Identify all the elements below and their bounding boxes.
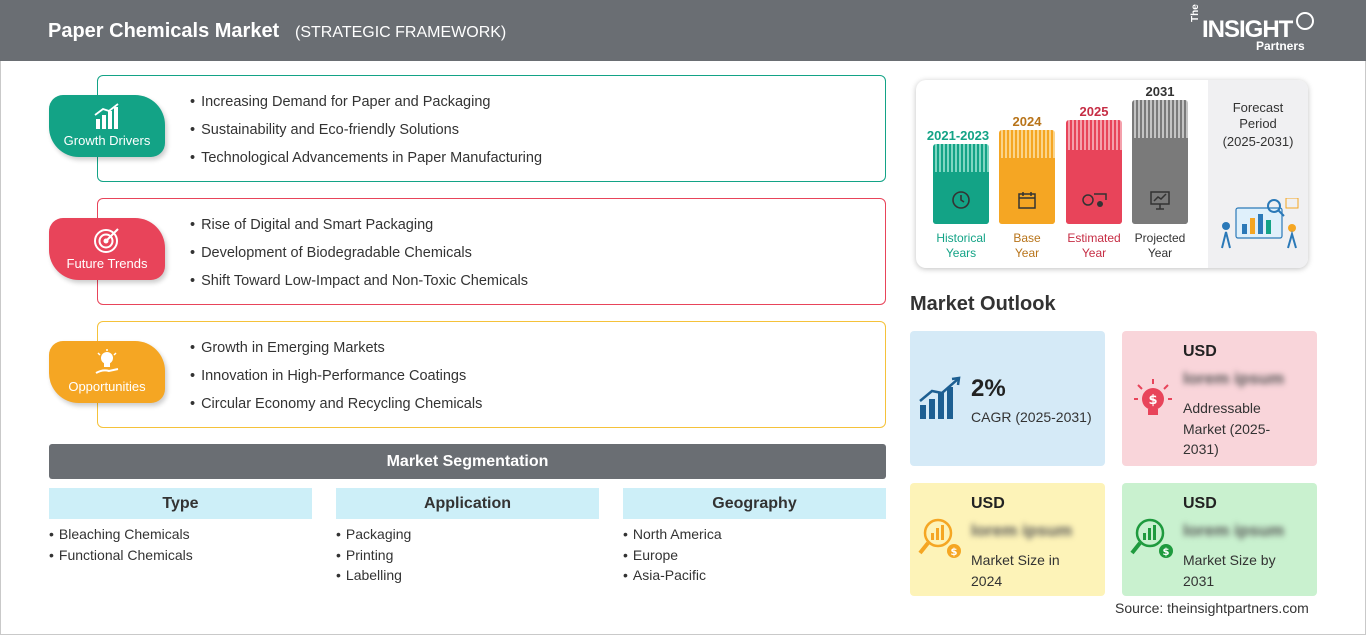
addressable-market-card: $ USD lorem ipsum Addressable Market (20…	[1122, 331, 1317, 466]
list-item: Europe	[623, 547, 886, 568]
header-bar: Paper Chemicals Market (STRATEGIC FRAMEW…	[0, 0, 1366, 61]
list-item: Shift Toward Low-Impact and Non-Toxic Ch…	[190, 273, 528, 301]
redacted-value: lorem ipsum	[1183, 521, 1285, 540]
usd-label: USD	[1183, 343, 1217, 360]
list-item: Packaging	[336, 526, 599, 547]
timeline-bar-historical	[933, 144, 989, 224]
cagr-value: 2%	[971, 375, 1006, 402]
timeline-year: 2024	[1012, 114, 1042, 129]
segment-type: Type Bleaching Chemicals Functional Chem…	[49, 488, 312, 567]
presentation-board-icon	[1150, 191, 1170, 210]
segment-header: Application	[336, 488, 599, 519]
market-size-2024-label: Market Size in 2024	[971, 552, 1060, 589]
future-trends-box: Rise of Digital and Smart Packaging Deve…	[97, 198, 886, 305]
segment-application: Application Packaging Printing Labelling	[336, 488, 599, 588]
list-item: Increasing Demand for Paper and Packagin…	[190, 94, 542, 122]
logo-partners: Partners	[1256, 39, 1305, 53]
market-segmentation-bar: Market Segmentation	[49, 444, 886, 479]
badge-label: Opportunities	[68, 379, 146, 394]
usd-label: USD	[1183, 495, 1217, 512]
lightbulb-hand-icon	[95, 349, 119, 374]
redacted-value: lorem ipsum	[971, 521, 1073, 540]
cagr-label: CAGR (2025-2031)	[971, 409, 1092, 425]
list-item: Sustainability and Eco-friendly Solution…	[190, 122, 542, 150]
page-title: Paper Chemicals Market	[48, 20, 280, 42]
growth-drivers-box: Increasing Demand for Paper and Packagin…	[97, 75, 886, 182]
list-item: Labelling	[336, 567, 599, 588]
addressable-market-label: Addressable Market (2025-2031)	[1183, 400, 1271, 457]
timeline-year: 2021-2023	[926, 128, 990, 143]
source-link[interactable]: Source: theinsightpartners.com	[1115, 600, 1309, 616]
logo-the: The	[1190, 4, 1201, 22]
timeline-bar-projected	[1132, 100, 1188, 224]
list-item: Bleaching Chemicals	[49, 526, 312, 547]
list-item: Asia-Pacific	[623, 567, 886, 588]
segment-header: Type	[49, 488, 312, 519]
svg-text:$: $	[1163, 547, 1170, 558]
segment-geography: Geography North America Europe Asia-Paci…	[623, 488, 886, 588]
list-item: Rise of Digital and Smart Packaging	[190, 217, 528, 245]
future-trends-badge: Future Trends	[49, 218, 165, 280]
magnifier-chart-icon: $	[1130, 518, 1173, 558]
list-item: North America	[623, 526, 886, 547]
market-size-2031-card: $ USD lorem ipsum Market Size by 2031	[1122, 483, 1317, 596]
market-outlook-title: Market Outlook	[910, 293, 1056, 315]
list-item: Development of Biodegradable Chemicals	[190, 245, 528, 273]
calendar-icon	[1018, 192, 1036, 209]
list-item: Circular Economy and Recycling Chemicals	[190, 396, 482, 424]
cagr-card: 2% CAGR (2025-2031)	[910, 331, 1105, 466]
opportunities-badge: Opportunities	[49, 341, 165, 403]
logo-arc-icon	[1296, 12, 1314, 30]
list-item: Growth in Emerging Markets	[190, 340, 482, 368]
list-item: Functional Chemicals	[49, 547, 312, 568]
market-size-2031-label: Market Size by 2031	[1183, 552, 1276, 589]
redacted-value: lorem ipsum	[1183, 369, 1285, 388]
opportunities-list: Growth in Emerging Markets Innovation in…	[190, 340, 482, 424]
gears-chart-icon	[1082, 193, 1107, 207]
badge-label: Growth Drivers	[63, 133, 151, 148]
list-item: Innovation in High-Performance Coatings	[190, 368, 482, 396]
timeline-year: 2031	[1145, 84, 1175, 99]
history-clock-icon	[952, 191, 970, 209]
insight-partners-logo[interactable]: The INSIGHT Partners	[1190, 4, 1320, 54]
svg-text:$: $	[1148, 393, 1157, 408]
analyst-dashboard-illustration	[1221, 198, 1299, 249]
future-trends-list: Rise of Digital and Smart Packaging Deve…	[190, 217, 528, 301]
growth-chart-icon	[919, 376, 961, 419]
list-item: Technological Advancements in Paper Manu…	[190, 150, 542, 178]
timeline-bar-base	[999, 130, 1055, 224]
badge-label: Future Trends	[66, 256, 148, 271]
usd-label: USD	[971, 495, 1005, 512]
list-item: Printing	[336, 547, 599, 568]
growth-drivers-badge: Growth Drivers	[49, 95, 165, 157]
segment-header: Geography	[623, 488, 886, 519]
svg-text:$: $	[951, 547, 958, 558]
opportunities-box: Growth in Emerging Markets Innovation in…	[97, 321, 886, 428]
timeline-year: 2025	[1079, 104, 1109, 119]
market-size-2024-card: $ USD lorem ipsum Market Size in 2024	[910, 483, 1105, 596]
target-icon	[94, 228, 119, 253]
magnifier-chart-icon: $	[918, 518, 961, 558]
timeline-bar-estimated	[1066, 120, 1122, 224]
bar-chart-growth-icon	[94, 103, 119, 129]
idea-dollar-icon: $	[1134, 379, 1172, 415]
page-subtitle: (STRATEGIC FRAMEWORK)	[295, 24, 507, 41]
logo-insight: INSIGHT	[1202, 16, 1293, 43]
growth-drivers-list: Increasing Demand for Paper and Packagin…	[190, 94, 542, 178]
